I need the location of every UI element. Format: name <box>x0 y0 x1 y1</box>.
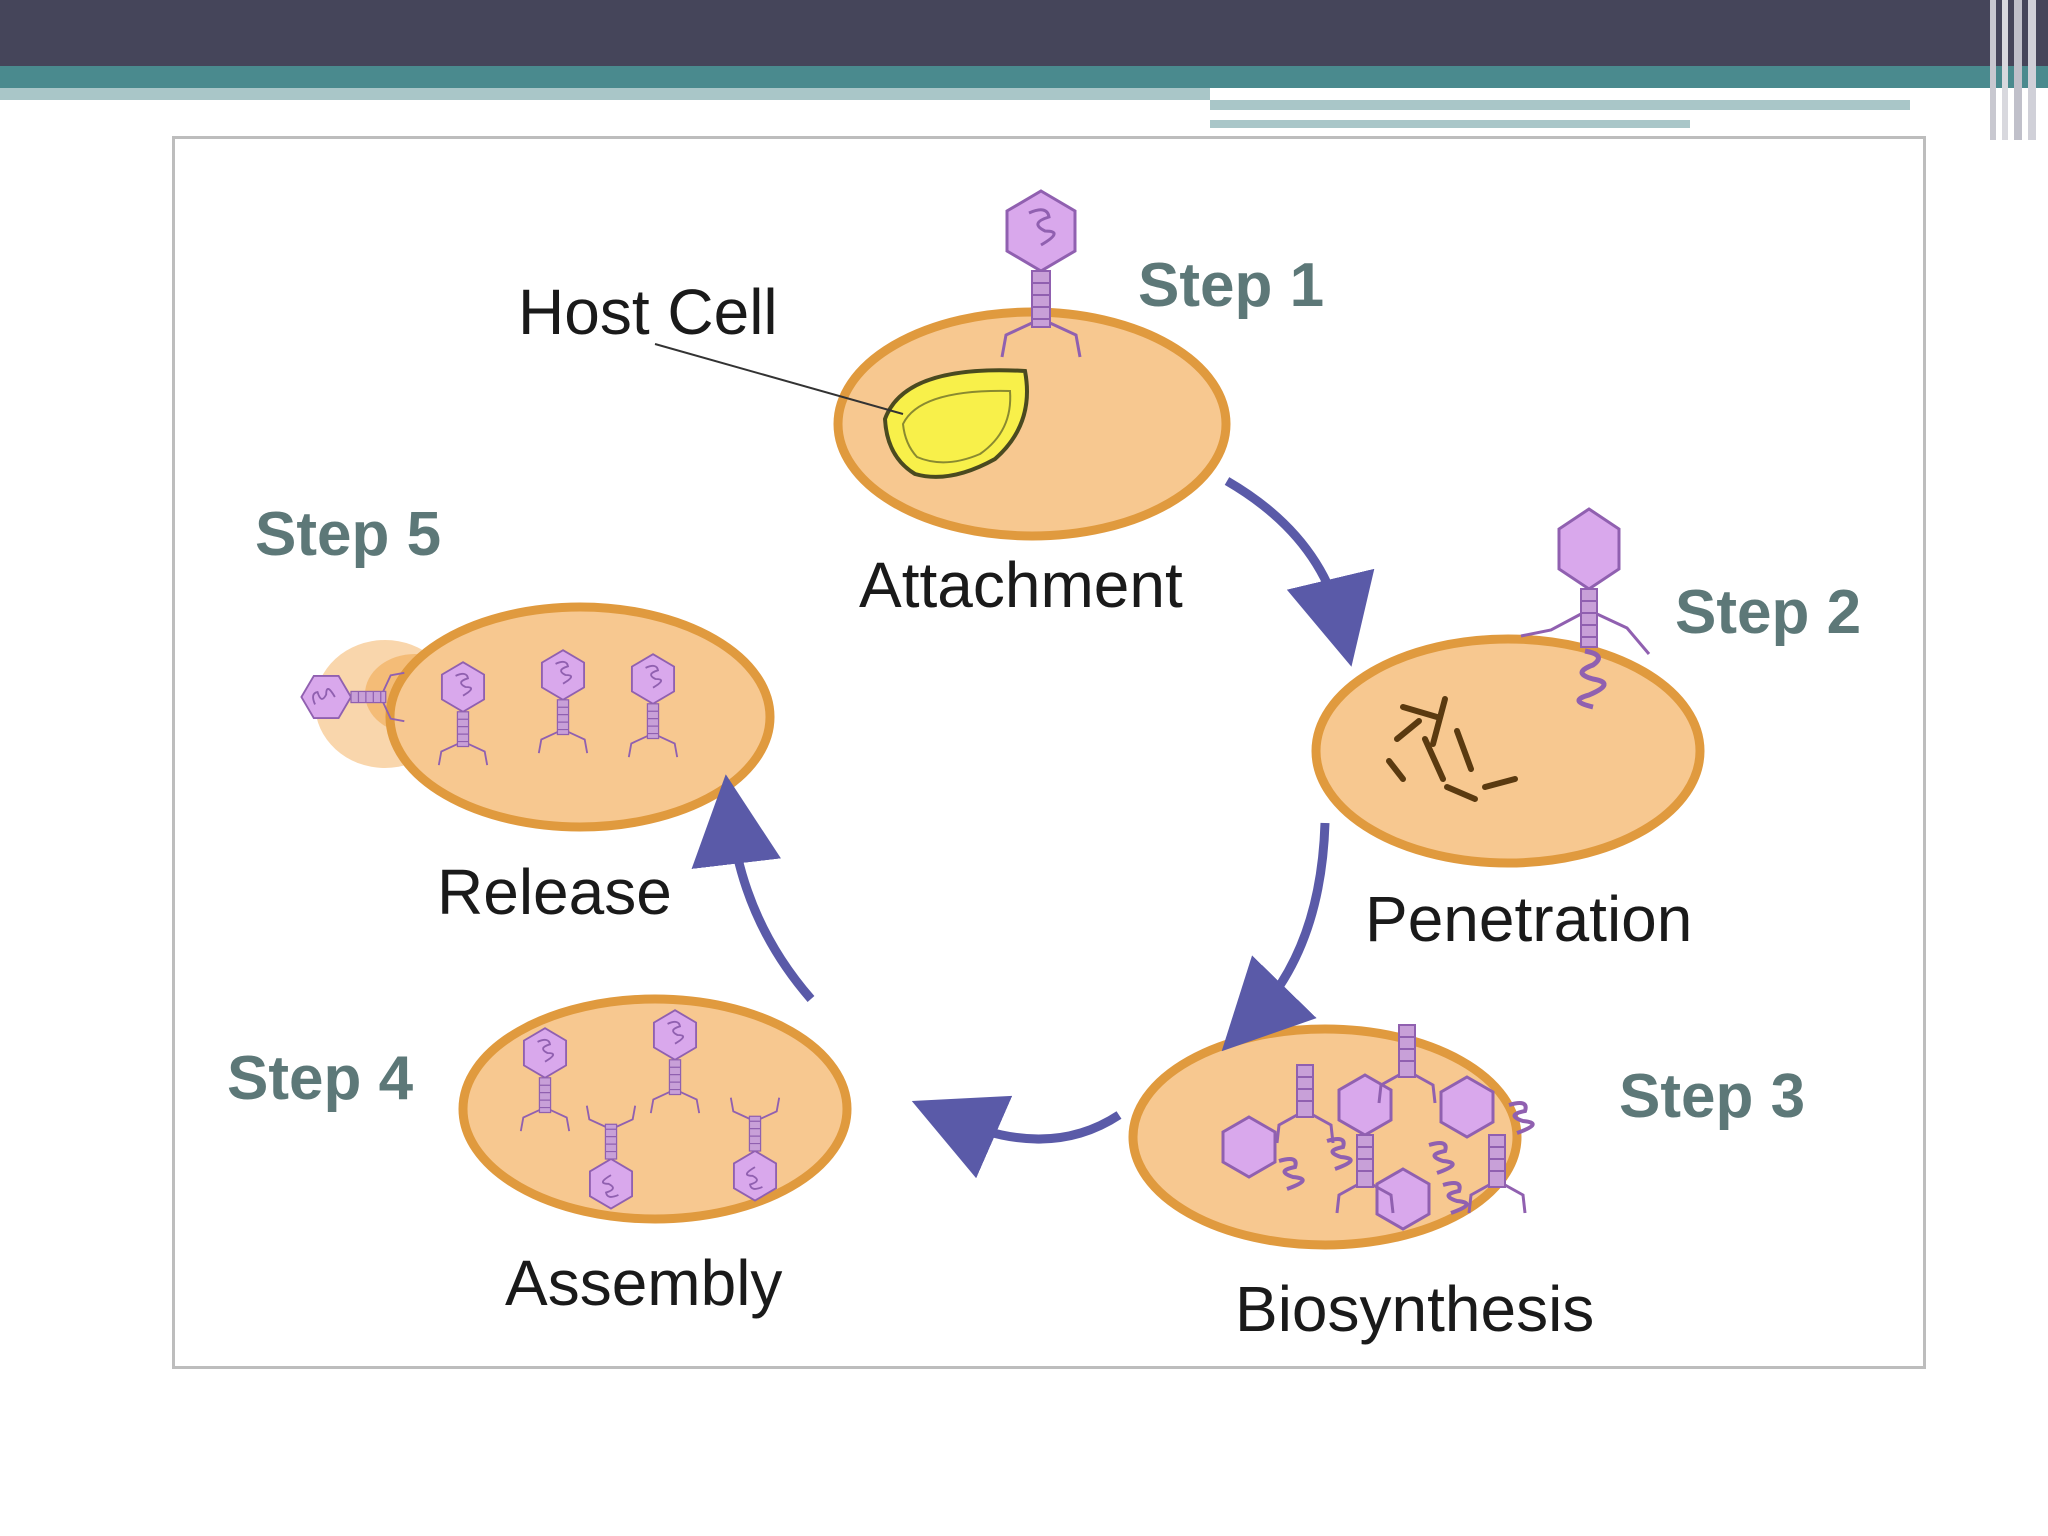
cell-assembly <box>458 994 852 1224</box>
step-5-label: Step 5 <box>255 500 441 569</box>
host-cell-nucleus <box>882 368 1029 479</box>
arrow-step1-to-step2 <box>1224 477 1375 667</box>
slide-header-bar <box>0 0 2048 140</box>
cell-attachment <box>833 189 1231 541</box>
step-4-label: Step 4 <box>227 1044 414 1113</box>
lytic-cycle-diagram: Host Cell Step 1 Attachment Step 2 Penet… <box>227 189 1861 1345</box>
stage-biosynthesis-label: Biosynthesis <box>1235 1273 1594 1345</box>
stage-assembly-label: Assembly <box>505 1247 782 1319</box>
step-1-label: Step 1 <box>1138 251 1324 320</box>
step-3-label: Step 3 <box>1619 1062 1805 1131</box>
lytic-cycle-figure: Host Cell Step 1 Attachment Step 2 Penet… <box>172 136 1926 1369</box>
arrow-step3-to-step4 <box>911 1095 1122 1179</box>
arrow-step4-to-step5 <box>691 774 815 1002</box>
step-2-label: Step 2 <box>1675 578 1861 647</box>
stage-penetration-label: Penetration <box>1365 883 1692 955</box>
cell-biosynthesis <box>1128 1023 1535 1250</box>
host-cell-pointer-line <box>654 343 904 415</box>
viral-dna-icon <box>1576 648 1607 710</box>
bacteriophage-head-icon <box>1557 507 1621 591</box>
stage-attachment-label: Attachment <box>859 549 1183 621</box>
arrow-step2-to-step3 <box>1221 822 1330 1052</box>
cell-penetration <box>1311 507 1705 868</box>
cell-release <box>300 602 775 832</box>
stage-release-label: Release <box>437 856 672 928</box>
host-cell-label: Host Cell <box>518 276 778 348</box>
